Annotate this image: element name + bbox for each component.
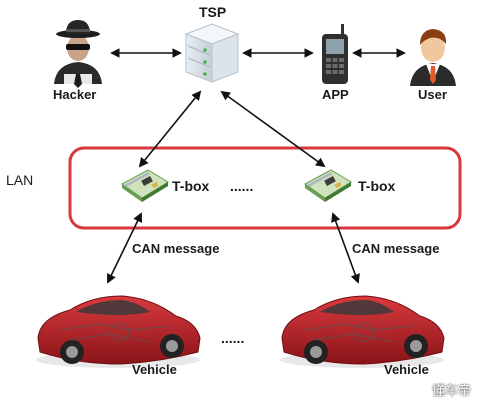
hacker-label: Hacker xyxy=(53,87,97,102)
car-icon xyxy=(36,295,201,368)
circuit-board-icon xyxy=(304,169,352,202)
hacker-icon xyxy=(54,20,102,88)
server-icon xyxy=(184,23,240,83)
user-label: User xyxy=(418,87,447,102)
arrow-can-left xyxy=(107,212,142,284)
vehicle-right-label: Vehicle xyxy=(384,362,429,377)
tbox-left-label: T-box xyxy=(172,178,210,194)
user-icon xyxy=(410,29,456,86)
car-icon xyxy=(280,295,445,368)
vehicle-left-label: Vehicle xyxy=(132,362,177,377)
lan-label: LAN xyxy=(6,172,34,188)
tbox-right-label: T-box xyxy=(358,178,396,194)
vehicle-ellipsis: ...... xyxy=(221,330,245,346)
arrow-tsp-tbox-right xyxy=(220,90,326,168)
can-message-right-label: CAN message xyxy=(352,241,440,256)
tsp-label: TSP xyxy=(199,4,227,20)
app-label: APP xyxy=(322,87,349,102)
arrow-tsp-tbox-left xyxy=(138,90,202,168)
watermark: 懂车帝 xyxy=(432,384,472,399)
circuit-board-icon xyxy=(121,169,169,202)
phone-icon xyxy=(322,24,348,84)
arrow-can-right xyxy=(331,212,360,284)
can-message-left-label: CAN message xyxy=(132,241,220,256)
tbox-ellipsis: ...... xyxy=(230,178,254,194)
